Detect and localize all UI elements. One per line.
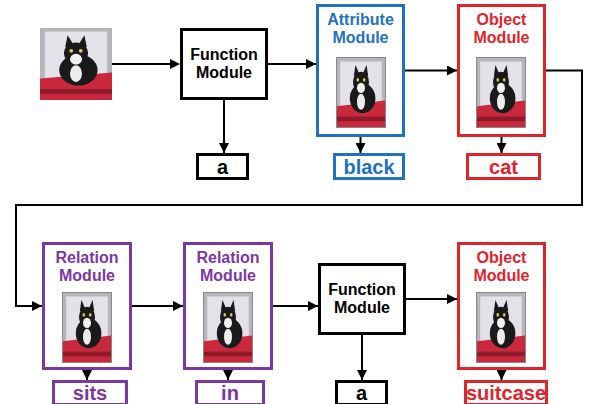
module-title: Attribute Module — [319, 11, 402, 47]
output-text: suitcase — [466, 383, 546, 403]
output-word: in — [195, 380, 265, 404]
output-text: in — [221, 383, 239, 403]
object-module: Object Module — [457, 4, 546, 137]
arrow-head — [170, 59, 180, 69]
flow-arrow — [86, 370, 88, 380]
output-word: a — [196, 153, 249, 180]
input-arrow — [112, 63, 170, 65]
thumbnail-frame — [63, 293, 112, 363]
thumbnail-frames — [63, 58, 526, 363]
flow-arrow — [223, 100, 225, 153]
attribute-module: Attribute Module — [316, 4, 405, 137]
output-word: a — [335, 380, 388, 404]
flow-arrow — [405, 70, 457, 72]
flow-arrow — [360, 137, 362, 153]
thumbnail-photo — [477, 293, 525, 362]
thumbnail-photo — [63, 293, 111, 362]
output-word: black — [333, 153, 405, 180]
thumbnail-frame — [477, 58, 526, 128]
flow-arrow — [361, 335, 363, 380]
output-text: a — [217, 157, 228, 177]
module-title: Object Module — [460, 249, 543, 285]
relation-module: Relation Module — [42, 242, 132, 370]
function-module: Function Module — [318, 263, 406, 335]
output-word: suitcase — [464, 380, 548, 404]
input-photo — [40, 28, 112, 100]
flow-arrow — [406, 298, 457, 300]
output-text: sits — [73, 383, 107, 403]
module-title: Function Module — [183, 46, 265, 82]
output-word: sits — [52, 380, 128, 404]
function-module: Function Module — [180, 28, 268, 100]
thumbnail-frame — [337, 58, 386, 128]
thumbnail-frame — [204, 293, 253, 363]
flow-arrow — [132, 305, 183, 307]
flow-arrow — [16, 71, 582, 307]
flow-arrow — [501, 370, 503, 380]
module-title: Object Module — [460, 11, 543, 47]
output-text: a — [356, 383, 367, 403]
thumbnail-frame — [477, 293, 526, 363]
module-title: Relation Module — [186, 249, 270, 285]
output-text: black — [343, 157, 394, 177]
flow-arrow — [273, 305, 318, 307]
object-module: Object Module — [457, 242, 546, 370]
flow-arrow — [501, 137, 503, 153]
thumbnail-photo — [337, 58, 385, 127]
thumbnail-photo — [477, 58, 525, 127]
relation-module: Relation Module — [183, 242, 273, 370]
flow-arrow — [227, 370, 229, 380]
thumbnail-photo — [204, 293, 252, 362]
module-title: Function Module — [321, 281, 403, 317]
output-word: cat — [466, 153, 541, 180]
flow-arrow — [268, 63, 316, 65]
module-title: Relation Module — [45, 249, 129, 285]
output-text: cat — [489, 157, 518, 177]
